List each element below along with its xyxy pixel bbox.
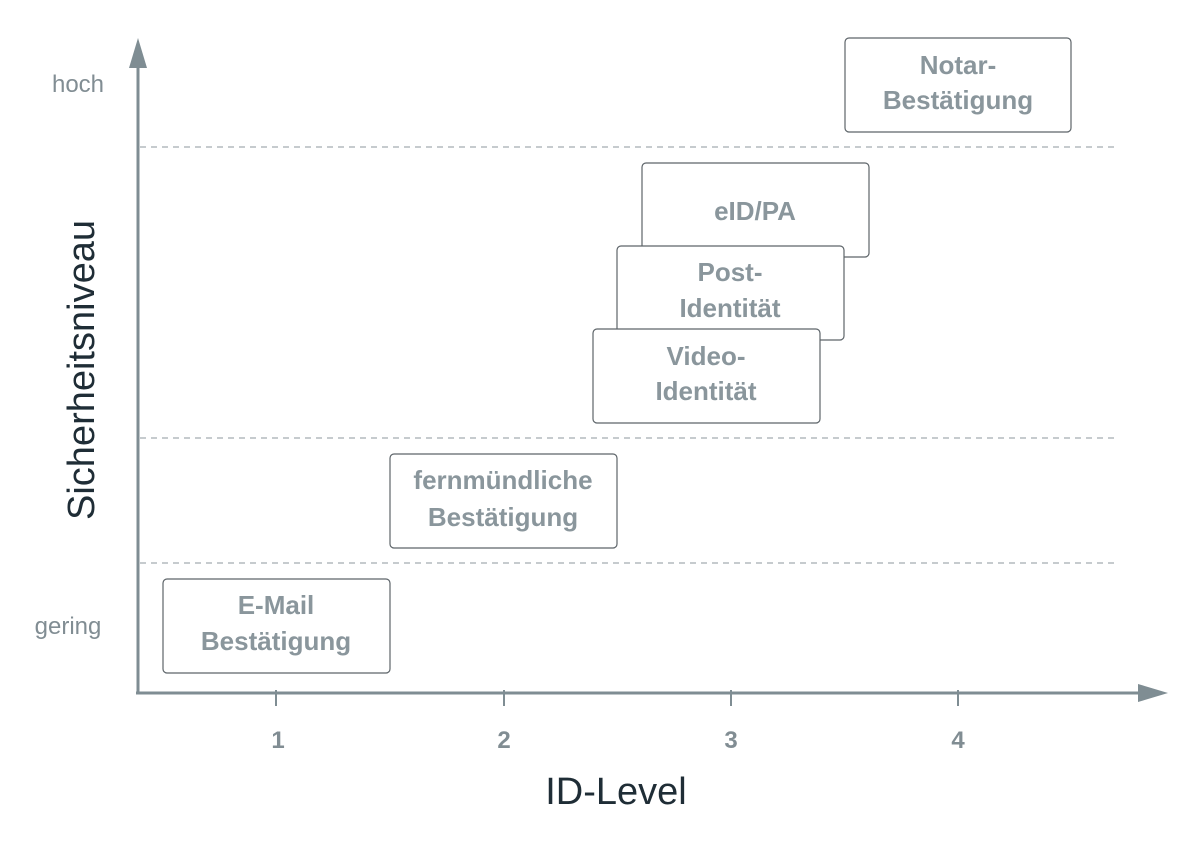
y-level-low-label: gering [35,613,102,640]
method-box-frame [162,578,391,674]
method-box-label: Post- [698,257,763,287]
method-box-label: Video- [667,341,746,371]
x-tick-label: 1 [271,727,284,754]
method-box-frame [844,37,1072,133]
x-tick-label: 2 [497,727,510,754]
method-box-label: Bestätigung [883,85,1033,115]
y-axis-arrow-icon [129,38,147,68]
x-axis-arrow-icon [1138,684,1168,702]
method-box-label: eID/PA [714,196,796,226]
method-box-frame [389,453,618,549]
method-box-label: Identität [679,293,780,323]
method-box-notary: Notar- Bestätigung [844,37,1072,133]
method-box-email: E-Mail Bestätigung [162,578,391,674]
y-level-high-label: hoch [52,71,104,98]
method-box-label: Bestätigung [428,502,578,532]
method-box-label: Notar- [920,50,997,80]
method-box-label: E-Mail [238,590,315,620]
method-box-video: Video- Identität [592,328,821,424]
method-box-frame [592,328,821,424]
method-box-label: Bestätigung [201,626,351,656]
x-tick-label: 4 [951,727,965,754]
method-box-label: fernmündliche [413,465,592,495]
method-box-label: Identität [655,376,756,406]
x-tick-label: 3 [724,727,737,754]
method-box-post: Post- Identität [616,245,845,341]
method-box-phone: fernmündliche Bestätigung [389,453,618,549]
method-box-eid: eID/PA [641,162,870,258]
x-axis-title: ID-Level [545,771,687,813]
y-axis-title: Sicherheitsniveau [61,220,103,520]
